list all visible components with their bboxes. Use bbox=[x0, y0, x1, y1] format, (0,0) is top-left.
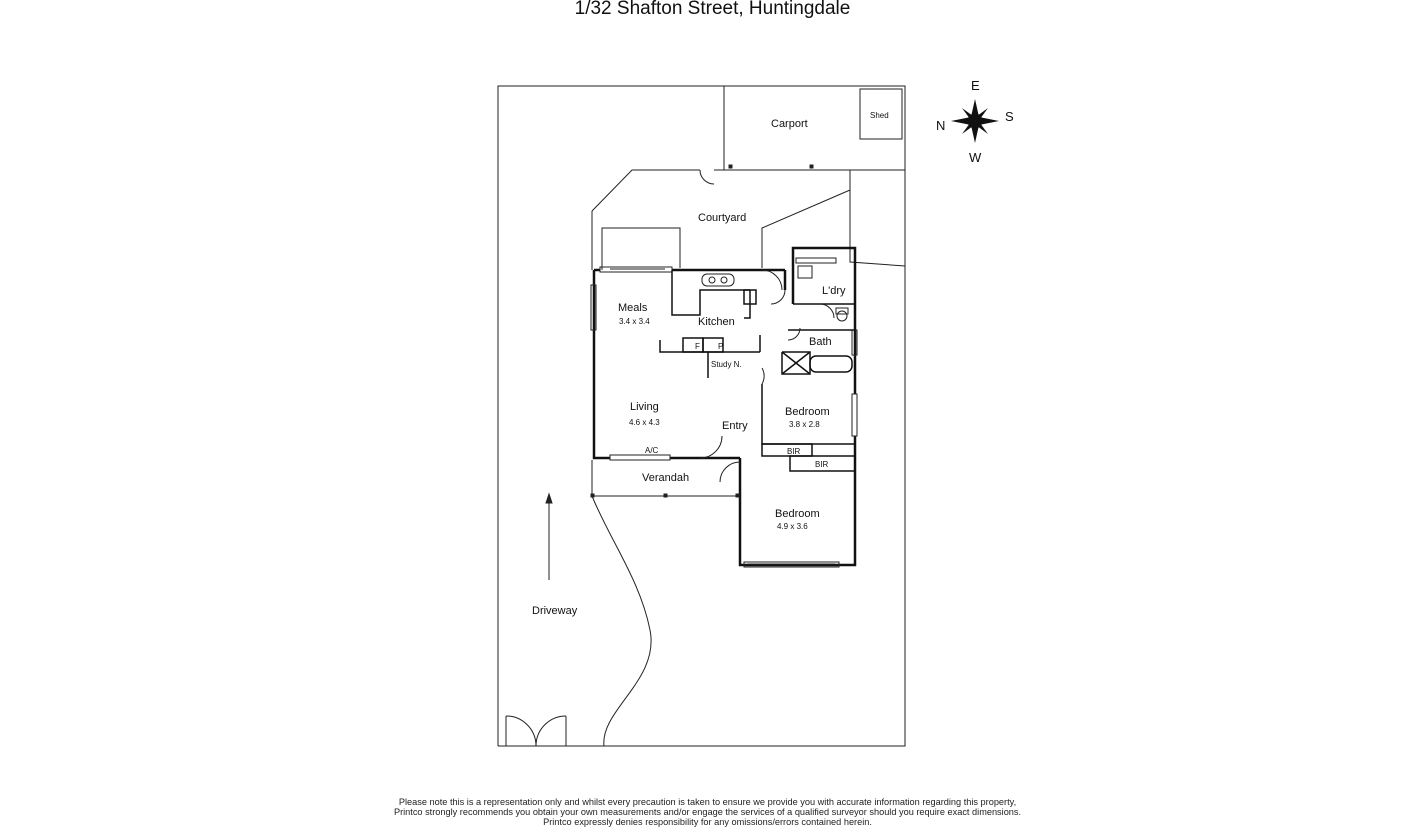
compass-rose bbox=[951, 99, 999, 143]
compass-south-label: S bbox=[1005, 109, 1014, 124]
kitchen-fixtures bbox=[701, 265, 849, 322]
bir2-label: BIR bbox=[815, 460, 829, 469]
laundry-label: L'dry bbox=[822, 285, 846, 297]
compass-west-label: W bbox=[969, 150, 982, 165]
gates bbox=[505, 715, 567, 747]
driveway-label: Driveway bbox=[532, 605, 578, 617]
property-boundary bbox=[497, 85, 906, 747]
fridge-label: F bbox=[695, 342, 700, 351]
disclaimer-line: Please note this is a representation onl… bbox=[398, 797, 1017, 807]
disclaimer-line: Printco strongly recommends you obtain y… bbox=[393, 807, 1022, 817]
courtyard-fence bbox=[591, 169, 906, 270]
carport bbox=[723, 85, 906, 171]
verandah-label: Verandah bbox=[642, 472, 689, 484]
bir1-label: BIR bbox=[787, 447, 801, 456]
shed-label: Shed bbox=[870, 111, 889, 120]
entry-label: Entry bbox=[722, 420, 748, 432]
driveway-edge bbox=[545, 492, 652, 747]
house-walls bbox=[592, 246, 857, 567]
meals-label: Meals bbox=[618, 302, 648, 314]
doors bbox=[699, 269, 835, 483]
meals-size: 3.4 x 3.4 bbox=[619, 317, 650, 326]
pantry-label: P bbox=[718, 342, 723, 351]
study-nook-label: Study N. bbox=[711, 360, 742, 369]
compass-east-label: E bbox=[971, 78, 980, 93]
bedroom1-size: 3.8 x 2.8 bbox=[789, 420, 820, 429]
carport-label: Carport bbox=[771, 118, 808, 130]
disclaimer-line: Printco expressly denies responsibility … bbox=[543, 817, 872, 827]
compass-north-label: N bbox=[936, 118, 945, 133]
courtyard-label: Courtyard bbox=[698, 212, 746, 224]
plan-title: 1/32 Shafton Street, Huntingdale bbox=[574, 0, 851, 19]
living-label: Living bbox=[630, 401, 659, 413]
disclaimer: Please note this is a representation onl… bbox=[0, 797, 1415, 827]
bedroom2-label: Bedroom bbox=[775, 508, 820, 520]
windows bbox=[590, 257, 858, 568]
bedroom1-label: Bedroom bbox=[785, 406, 830, 418]
kitchen-label: Kitchen bbox=[698, 316, 735, 328]
bedroom2-size: 4.9 x 3.6 bbox=[777, 522, 808, 531]
living-size: 4.6 x 4.3 bbox=[629, 418, 660, 427]
interior-walls bbox=[659, 270, 856, 472]
ac-label: A/C bbox=[645, 446, 659, 455]
bath-label: Bath bbox=[809, 336, 832, 348]
